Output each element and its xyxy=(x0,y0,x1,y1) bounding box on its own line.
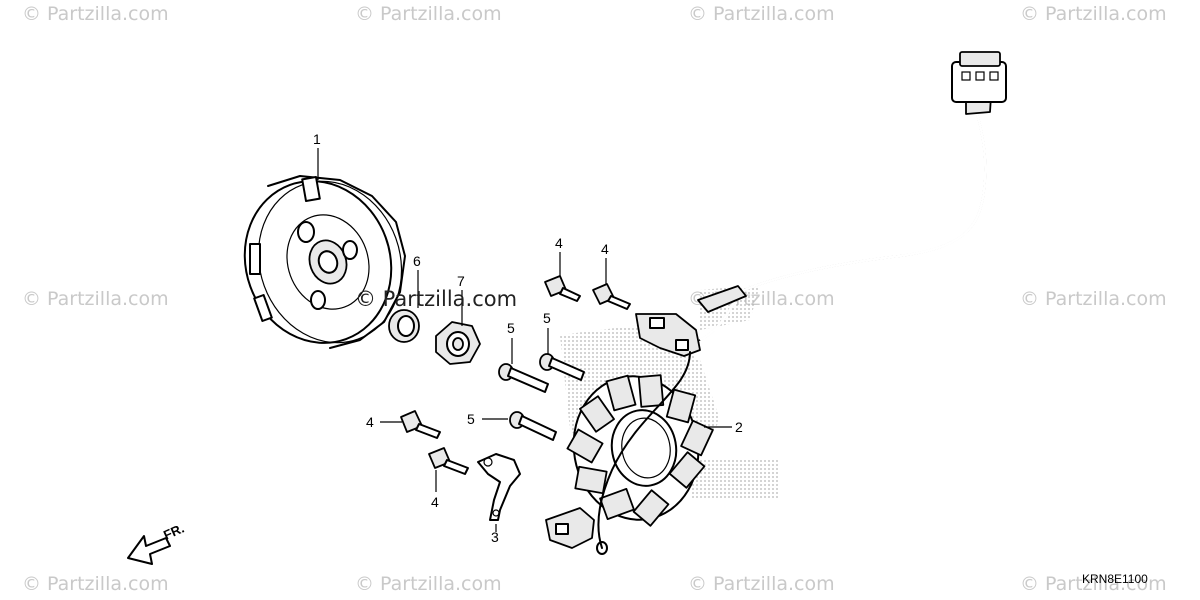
screw-part xyxy=(539,353,585,381)
screw-part xyxy=(509,411,557,441)
watermark: © Partzilla.com xyxy=(1020,573,1167,595)
callout-bolt-top-left[interactable]: 4 xyxy=(555,235,563,251)
callout-bolt-mid-left[interactable]: 4 xyxy=(366,414,374,430)
bolt-part xyxy=(544,275,581,302)
screw-part xyxy=(498,363,549,393)
bolt-part xyxy=(428,447,469,475)
direction-label: FR. xyxy=(161,521,186,543)
watermark: © Partzilla.com xyxy=(22,573,169,595)
watermark: © Partzilla.com xyxy=(355,573,502,595)
callout-screw-lower[interactable]: 5 xyxy=(467,411,475,427)
watermark: © Partzilla.com xyxy=(22,288,169,310)
callout-bolt-top-right[interactable]: 4 xyxy=(601,241,609,257)
watermark: © Partzilla.com xyxy=(1020,288,1167,310)
leader-lines xyxy=(317,148,732,532)
flywheel-part xyxy=(243,175,406,349)
arrow-icon xyxy=(127,535,171,565)
watermark: © Partzilla.com xyxy=(688,3,835,25)
front-direction-indicator: FR. xyxy=(127,521,186,565)
callout-screw-upper-left[interactable]: 5 xyxy=(507,320,515,336)
callout-bolt-bottom-left[interactable]: 4 xyxy=(431,494,439,510)
washer-part xyxy=(388,309,420,343)
bracket-part xyxy=(477,453,521,521)
diagram-code: KRN8E1100 xyxy=(1082,572,1148,586)
callout-screw-upper-right[interactable]: 5 xyxy=(543,310,551,326)
callout-flywheel[interactable]: 1 xyxy=(313,131,321,147)
nut-part xyxy=(435,321,481,365)
watermark: © Partzilla.com xyxy=(355,3,502,25)
watermark: © Partzilla.com xyxy=(22,3,169,25)
stator-part xyxy=(566,374,714,527)
watermark: © Partzilla.com xyxy=(688,573,835,595)
connector-part xyxy=(951,51,1007,103)
bolt-part xyxy=(400,410,441,439)
watermark: © Partzilla.com xyxy=(1020,3,1167,25)
callout-bracket[interactable]: 3 xyxy=(491,529,499,545)
bolt-part xyxy=(592,283,631,310)
callout-washer[interactable]: 6 xyxy=(413,253,421,269)
callout-nut[interactable]: 7 xyxy=(457,273,465,289)
pulse-sensor-lower xyxy=(545,507,608,555)
pulse-sensor-upper xyxy=(635,313,701,357)
callout-stator[interactable]: 2 xyxy=(735,419,743,435)
watermark-center: © Partzilla.com xyxy=(355,287,518,311)
